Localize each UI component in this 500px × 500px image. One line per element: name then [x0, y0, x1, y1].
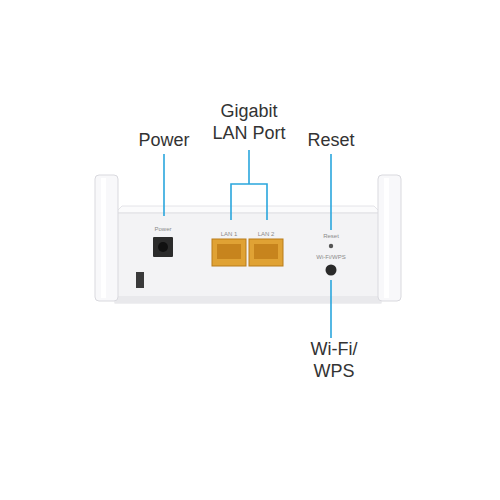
router-base	[115, 296, 381, 303]
lan-port	[212, 239, 246, 266]
port-marking: Reset	[313, 233, 349, 240]
router-rear-panel	[115, 213, 381, 303]
router-top-edge	[115, 206, 381, 213]
leader-line	[330, 154, 332, 230]
port-marking: LAN 2	[248, 231, 284, 238]
leader-line	[163, 154, 165, 216]
power-switch	[136, 272, 144, 288]
power-jack	[153, 237, 173, 257]
antenna-highlight	[384, 178, 389, 298]
callout-label: Power	[124, 130, 204, 152]
port-marking: Wi-Fi/WPS	[309, 254, 353, 261]
lan-port-socket	[217, 244, 241, 259]
port-marking: Power	[145, 226, 181, 233]
leader-lines	[164, 150, 331, 338]
power-jack-hole	[158, 242, 168, 252]
callout-label: Reset	[291, 130, 371, 152]
antenna	[378, 175, 401, 301]
lan-port	[249, 239, 283, 266]
bracket	[231, 184, 267, 220]
leader-line	[330, 280, 332, 338]
wps-button	[326, 265, 337, 276]
reset-pinhole	[329, 244, 333, 248]
antenna	[95, 175, 118, 301]
callout-label: Wi-Fi/ WPS	[302, 339, 366, 383]
port-marking: LAN 1	[211, 231, 247, 238]
leader-line	[248, 150, 250, 184]
callout-label: Gigabit LAN Port	[203, 101, 295, 145]
lan-port-socket	[254, 244, 278, 259]
antenna-highlight	[101, 178, 106, 298]
